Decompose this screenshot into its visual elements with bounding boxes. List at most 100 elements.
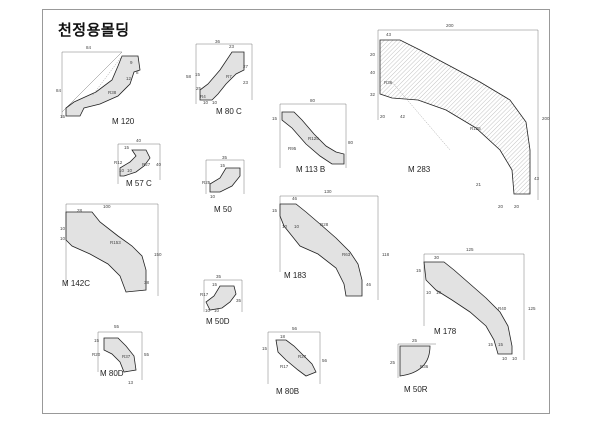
dim-label: R20	[92, 352, 101, 357]
dim-label: 10	[512, 356, 518, 361]
molding-label: M 178	[434, 327, 457, 336]
molding-label: M 50R	[404, 385, 428, 394]
dim-label: R17	[280, 364, 289, 369]
dim-label: 42	[400, 114, 406, 119]
dim-label: R27	[298, 354, 307, 359]
dim-label: 13	[128, 380, 134, 385]
dim-label: 18	[280, 334, 286, 339]
dim-label: R125	[308, 136, 319, 141]
dim-label: 200	[446, 23, 454, 28]
dim-label: 80	[348, 140, 354, 145]
dim-label: 46	[366, 282, 372, 287]
dim-label: 200	[542, 116, 550, 121]
molding-label: M 113 B	[296, 165, 325, 174]
dim-label: 28	[77, 208, 83, 213]
dim-label: 32	[370, 92, 376, 97]
dim-label: 43	[386, 32, 392, 37]
dim-label: 10	[127, 168, 133, 173]
dim-label: 10	[294, 224, 300, 229]
dim-label: 8	[136, 70, 139, 75]
dim-label: 15	[488, 342, 494, 347]
dim-label: 10	[426, 290, 432, 295]
dim-label: 10	[60, 226, 66, 231]
dim-label: 15	[272, 116, 278, 121]
dim-label: R63	[342, 252, 351, 257]
dim-label: 25	[390, 360, 396, 365]
dim-label: 35	[222, 155, 228, 160]
dim-label: R12	[114, 160, 123, 165]
dim-label: 38	[144, 280, 150, 285]
molding-m80c: M 80 C 36 23 58 27 23 15 25 R4 R7 10 10	[186, 39, 253, 116]
dim-label: R17	[200, 292, 209, 297]
dim-label: 40	[156, 162, 162, 167]
dim-label: 20	[380, 114, 386, 119]
dim-label: R37	[122, 354, 131, 359]
dim-label: 30	[434, 255, 440, 260]
dim-label: 125	[466, 247, 474, 252]
molding-label: M 283	[408, 165, 431, 174]
molding-label: M 142C	[62, 279, 90, 288]
dim-label: 35	[236, 298, 242, 303]
molding-m50d: M 50D 35 15 R17 35 10 10	[200, 274, 243, 326]
dim-label: R38	[108, 90, 117, 95]
molding-m120: M 120 84 84 9 8 12 15 R38	[56, 45, 141, 126]
dim-label: 15	[416, 268, 422, 273]
dim-label: R25	[202, 180, 211, 185]
dim-label: 9	[130, 60, 133, 65]
dim-label: 20	[498, 204, 504, 209]
dim-label: 23	[229, 44, 235, 49]
molding-m113b: M 113 B 80 15 R95 80 R125	[272, 98, 354, 174]
dim-label: 15	[212, 282, 218, 287]
dim-label: 100	[103, 204, 111, 209]
dim-label: 12	[126, 76, 132, 81]
dim-label: R28	[320, 222, 329, 227]
dim-label: 15	[262, 346, 268, 351]
molding-label: M 50D	[206, 317, 230, 326]
dim-label: 10	[203, 100, 209, 105]
dim-label: 35	[216, 274, 222, 279]
dim-label: 25	[196, 86, 202, 91]
dim-label: 80	[310, 98, 316, 103]
molding-m57c: M 57 C 40 15 R12 10 10 R27 40	[114, 138, 162, 188]
dim-label: 10	[212, 100, 218, 105]
dim-label: 20	[370, 52, 376, 57]
dim-label: 15	[498, 342, 504, 347]
dim-label: 125	[528, 306, 536, 311]
dim-label: R40	[498, 306, 507, 311]
dim-label: 15	[60, 114, 66, 119]
dim-label: 150	[154, 252, 162, 257]
dim-label: 27	[243, 64, 249, 69]
molding-m80b: M 80B 56 18 15 R17 R27 56	[262, 326, 328, 396]
dim-label: R153	[110, 240, 121, 245]
molding-label: M 80 C	[216, 107, 242, 116]
dim-label: 46	[292, 196, 298, 201]
dim-label: R27	[142, 162, 151, 167]
dim-label: 10	[205, 308, 211, 313]
dim-label: 55	[114, 324, 120, 329]
dim-label: 130	[324, 189, 332, 194]
sheet-frame	[42, 9, 550, 414]
dim-label: R95	[288, 146, 297, 151]
dim-label: 20	[514, 204, 520, 209]
dim-label: 15	[195, 72, 201, 77]
dim-label: R36	[420, 364, 429, 369]
dim-label: 21	[476, 182, 482, 187]
dim-label: 118	[382, 252, 390, 257]
dim-label: 40	[370, 70, 376, 75]
molding-label: M 50	[214, 205, 232, 214]
dim-label: 10	[282, 224, 288, 229]
molding-m283: M 283 200 43 20 40 32 20 42 R36 R125 200…	[370, 23, 550, 209]
dim-label: 23	[243, 80, 249, 85]
molding-m142c: M 142C 100 28 10 10 R153 150 38	[60, 203, 162, 296]
molding-m80d: M 80D 55 15 R20 R37 55 13	[92, 324, 150, 385]
dim-label: 10	[119, 168, 125, 173]
dim-label: 43	[534, 176, 540, 181]
page-title: 천정용몰딩	[58, 21, 130, 39]
molding-label: M 120	[112, 117, 135, 126]
dim-label: R36	[384, 80, 393, 85]
molding-label: M 183	[284, 271, 307, 280]
dim-label: R7	[226, 74, 232, 79]
dim-label: 36	[215, 39, 221, 44]
dim-label: 55	[144, 352, 150, 357]
